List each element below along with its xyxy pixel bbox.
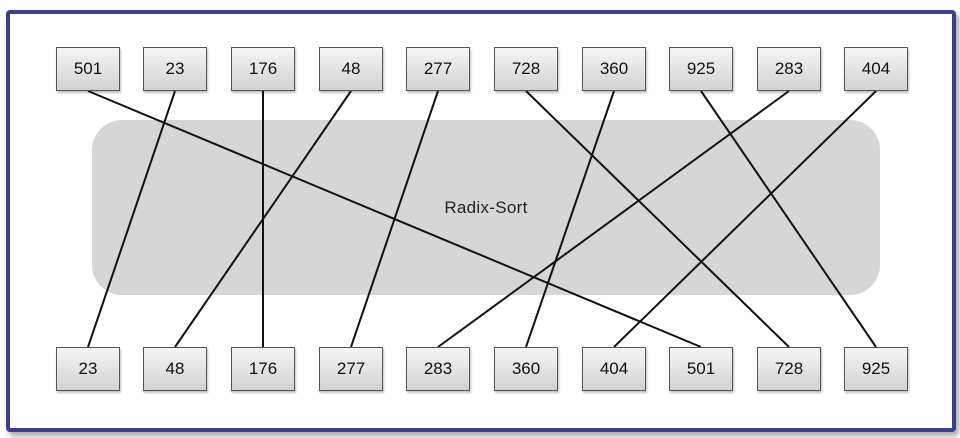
input-value-box: 404 bbox=[844, 47, 908, 91]
connection-line bbox=[87, 90, 176, 348]
output-value-box: 728 bbox=[757, 347, 821, 391]
radix-sort-band bbox=[92, 120, 880, 295]
input-value-box: 277 bbox=[406, 47, 470, 91]
output-value-box: 404 bbox=[582, 347, 646, 391]
connection-line bbox=[437, 90, 790, 348]
input-value-box: 360 bbox=[582, 47, 646, 91]
connection-line bbox=[525, 90, 615, 348]
connection-line bbox=[613, 90, 877, 348]
input-value-box: 501 bbox=[56, 47, 120, 91]
connection-line bbox=[174, 90, 352, 348]
input-value-box: 925 bbox=[669, 47, 733, 91]
output-value-box: 277 bbox=[319, 347, 383, 391]
input-value-box: 23 bbox=[143, 47, 207, 91]
input-value-box: 48 bbox=[319, 47, 383, 91]
connection-line bbox=[350, 90, 439, 348]
output-value-box: 360 bbox=[494, 347, 558, 391]
output-value-box: 23 bbox=[56, 347, 120, 391]
output-value-box: 283 bbox=[406, 347, 470, 391]
input-value-box: 728 bbox=[494, 47, 558, 91]
connection-line bbox=[700, 90, 877, 348]
input-value-box: 283 bbox=[757, 47, 821, 91]
output-value-box: 501 bbox=[669, 347, 733, 391]
output-value-box: 176 bbox=[231, 347, 295, 391]
output-value-box: 48 bbox=[143, 347, 207, 391]
band-label: Radix-Sort bbox=[444, 198, 528, 217]
input-value-box: 176 bbox=[231, 47, 295, 91]
connection-line bbox=[525, 90, 790, 348]
output-value-box: 925 bbox=[844, 347, 908, 391]
